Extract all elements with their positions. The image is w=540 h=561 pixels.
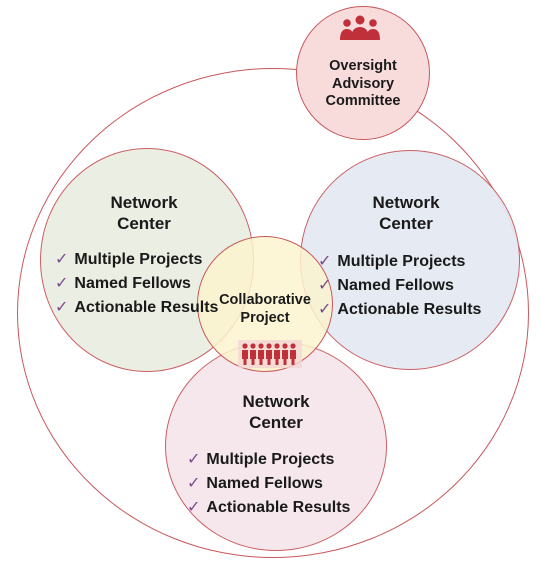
checkmark-icon: ✓ [318,253,332,270]
network-center-bottom-title: Network Center [216,392,336,433]
list-item: ✓Actionable Results [187,499,351,516]
oversight-line-1: Oversight [329,58,397,74]
oversight-committee-circle [296,6,430,140]
oversight-line-2: Advisory [331,75,395,92]
outer-ring [17,68,529,558]
network-center-right-list: ✓Multiple Projects ✓Named Fellows ✓Actio… [318,250,481,322]
collaborative-line-2: Project [240,309,290,326]
checkmark-icon: ✓ [55,251,69,268]
checkmark-icon: ✓ [55,275,69,292]
people-row-icon [238,340,302,368]
group-icon [340,15,380,40]
list-item: ✓Named Fellows [187,475,323,492]
list-item: ✓Named Fellows [55,275,191,292]
checkmark-icon: ✓ [318,301,332,318]
checkmark-icon: ✓ [55,299,69,316]
oversight-label: Oversight Advisory Committee [306,58,420,111]
list-item: ✓Multiple Projects [55,251,203,268]
checkmark-icon: ✓ [318,277,332,294]
collaborative-line-1: Collaborative [219,292,311,308]
network-center-left-title: Network Center [84,193,204,234]
checkmark-icon: ✓ [187,499,201,516]
center-right-title-line-2: Center [379,213,433,233]
center-right-title-line-1: Network [372,193,440,212]
network-center-bottom [165,341,387,551]
center-left-title-line-1: Network [110,193,178,212]
list-item: ✓Multiple Projects [187,451,335,468]
network-center-right [300,150,520,370]
center-bottom-title-line-2: Center [249,412,303,432]
center-left-title-line-2: Center [117,213,171,233]
list-item: ✓Multiple Projects [318,253,466,270]
oversight-line-3: Committee [325,93,401,110]
checkmark-icon: ✓ [187,475,201,492]
center-bottom-title-line-1: Network [242,392,310,411]
list-item: ✓Named Fellows [318,277,454,294]
network-center-left-list: ✓Multiple Projects ✓Named Fellows ✓Actio… [55,248,218,320]
list-item: ✓Actionable Results [55,299,219,316]
list-item: ✓Actionable Results [318,301,482,318]
checkmark-icon: ✓ [187,451,201,468]
collaborative-project-label: Collaborative Project [207,292,323,327]
network-center-right-title: Network Center [346,193,466,234]
network-center-bottom-list: ✓Multiple Projects ✓Named Fellows ✓Actio… [187,448,350,520]
